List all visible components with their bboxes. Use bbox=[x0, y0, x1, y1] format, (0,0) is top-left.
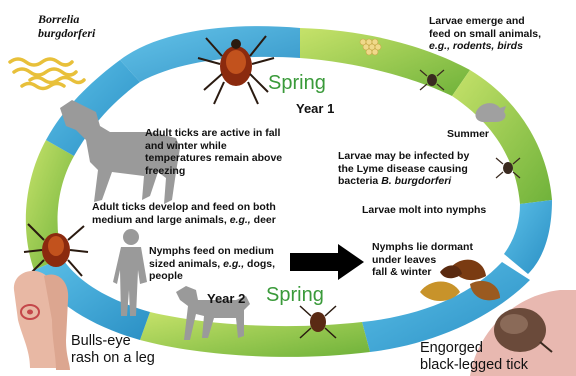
text-line: rash on a leg bbox=[71, 350, 155, 367]
text-line: Larvae emerge and bbox=[429, 15, 541, 28]
text-line: sized animals, e.g., dogs, bbox=[149, 258, 275, 271]
season-summer: Summer bbox=[447, 128, 489, 141]
text-line: e.g., rodents, birds bbox=[429, 40, 541, 53]
text-line: freezing bbox=[145, 165, 282, 178]
stage-larvae-infected: Larvae may be infected by the Lyme disea… bbox=[338, 150, 469, 188]
text-line: Larvae may be infected by bbox=[338, 150, 469, 163]
ring-segment-bottom bbox=[140, 312, 370, 357]
text-line: bacteria B. burgdorferi bbox=[338, 175, 469, 188]
species-line-1: Borrelia bbox=[38, 12, 95, 26]
text-line: fall & winter bbox=[372, 266, 473, 279]
text-italic: e.g., bbox=[223, 258, 244, 270]
season-spring-bottom: Spring bbox=[266, 284, 324, 307]
text-line: Bulls-eye bbox=[71, 333, 155, 350]
year-2-label: Year 2 bbox=[207, 291, 245, 306]
text-line: under leaves bbox=[372, 254, 473, 267]
text-line: Adult ticks are active in fall bbox=[145, 127, 282, 140]
text-italic: e.g., rodents, birds bbox=[429, 40, 523, 52]
text-line: Nymphs feed on medium bbox=[149, 245, 275, 258]
stage-nymphs-dormant: Nymphs lie dormant under leaves fall & w… bbox=[372, 241, 473, 279]
text-span: sized animals, bbox=[149, 258, 223, 270]
right-arrow-icon bbox=[290, 244, 364, 280]
text-span: bacteria bbox=[338, 175, 381, 187]
stage-larvae-molt: Larvae molt into nymphs bbox=[362, 204, 486, 217]
text-line: feed on small animals, bbox=[429, 28, 541, 41]
text-line: Nymphs lie dormant bbox=[372, 241, 473, 254]
text-italic: B. burgdorferi bbox=[381, 175, 451, 187]
text-line: people bbox=[149, 270, 275, 283]
text-italic: e.g., bbox=[230, 214, 251, 226]
caption-rash: Bulls-eye rash on a leg bbox=[71, 333, 155, 367]
text-span: dogs, bbox=[244, 258, 275, 270]
text-span: medium and large animals, bbox=[92, 214, 230, 226]
stage-adults-active: Adult ticks are active in fall and winte… bbox=[145, 127, 282, 177]
leg-rash-image bbox=[14, 271, 70, 370]
text-line: Adult ticks develop and feed on both bbox=[92, 201, 276, 214]
text-line: the Lyme disease causing bbox=[338, 163, 469, 176]
bacteria-icon bbox=[10, 59, 84, 89]
species-label: Borrelia burgdorferi bbox=[38, 12, 95, 40]
text-line: black-legged tick bbox=[420, 357, 528, 374]
season-spring-top: Spring bbox=[268, 72, 326, 95]
text-line: Engorged bbox=[420, 340, 528, 357]
year-1-label: Year 1 bbox=[296, 101, 334, 116]
text-line: medium and large animals, e.g., deer bbox=[92, 214, 276, 227]
species-line-2: burgdorferi bbox=[38, 26, 95, 40]
text-line: temperatures remain above bbox=[145, 152, 282, 165]
stage-nymphs-feed: Nymphs feed on medium sized animals, e.g… bbox=[149, 245, 275, 283]
stage-adults-develop: Adult ticks develop and feed on both med… bbox=[92, 201, 276, 226]
ring-segment-right-lower bbox=[504, 200, 552, 274]
stage-larvae-emerge: Larvae emerge and feed on small animals,… bbox=[429, 15, 541, 53]
caption-tick: Engorged black-legged tick bbox=[420, 340, 528, 374]
text-line: and winter while bbox=[145, 140, 282, 153]
text-span: deer bbox=[251, 214, 276, 226]
